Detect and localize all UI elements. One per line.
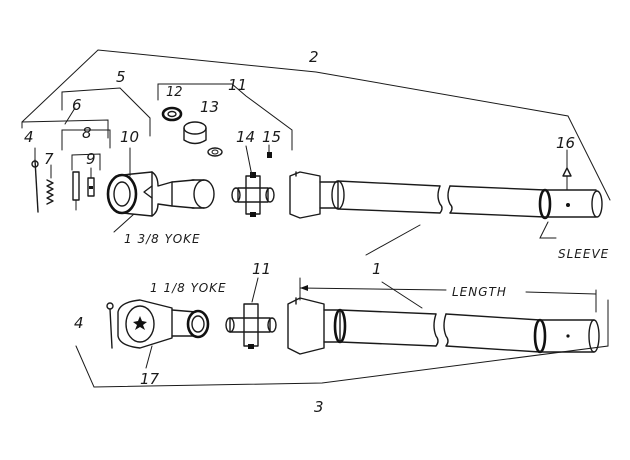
part-16-grease-fitting: [562, 149, 572, 191]
label-yoke-bottom: 1 1/8 YOKE: [150, 281, 227, 295]
callout-7: 7: [44, 150, 54, 168]
callout-2: 2: [309, 48, 319, 66]
part-12-ring: [161, 106, 183, 122]
callout-1: 1: [372, 260, 382, 278]
leader-14: [245, 145, 253, 177]
callout-13: 13: [200, 98, 219, 116]
callout-17: 17: [140, 370, 160, 388]
part-14-spider-top: [231, 172, 275, 217]
callout-12: 12: [166, 85, 183, 100]
part-10-yoke-top: [106, 171, 215, 217]
part-4-pin-bottom: [106, 302, 114, 349]
part-4-pin-top: [31, 147, 39, 213]
label-yoke-top: 1 3/8 YOKE: [124, 232, 201, 246]
callout-16: 16: [556, 134, 575, 152]
callout-10: 10: [120, 128, 139, 146]
callout-4-top: 4: [24, 128, 34, 146]
callout-3: 3: [314, 398, 324, 416]
callout-11-bottom: 11: [252, 260, 271, 278]
callout-5: 5: [116, 68, 126, 86]
bracket-assembly-2: [21, 49, 611, 201]
top-shaft-tube: [337, 180, 603, 220]
label-sleeve: SLEEVE: [558, 247, 609, 261]
top-slip-yoke: [289, 171, 345, 219]
part-7-spring: [46, 164, 54, 205]
bottom-shaft-tube: [333, 308, 600, 354]
bracket-assembly-3: [75, 299, 609, 388]
part-11-spider-bottom: [225, 277, 277, 349]
bracket-6: [21, 107, 109, 139]
part-17-yoke-bottom: [117, 299, 210, 369]
leader-yoke-top: [113, 213, 135, 233]
part-9-plunger: [87, 167, 95, 197]
bracket-9: [71, 153, 101, 171]
callout-14: 14: [236, 128, 255, 146]
callout-6: 6: [72, 96, 82, 114]
part-15-fitting: [267, 144, 272, 158]
callout-15: 15: [262, 128, 281, 146]
bracket-8: [61, 129, 111, 151]
bracket-11-top: [157, 83, 293, 151]
callout-4-bottom: 4: [74, 314, 84, 332]
callout-8: 8: [82, 124, 92, 142]
label-length: LENGTH: [452, 285, 507, 299]
leader-part-1: [365, 224, 423, 309]
part-8-pin: [72, 171, 80, 211]
length-dimension: [299, 277, 597, 313]
callout-11-top: 11: [228, 76, 247, 94]
bottom-slip-yoke: [287, 297, 341, 355]
sleeve-leader: [539, 221, 557, 239]
bracket-5: [61, 87, 151, 137]
part-13-bearing-cap: [183, 121, 223, 157]
callout-9: 9: [86, 150, 96, 168]
